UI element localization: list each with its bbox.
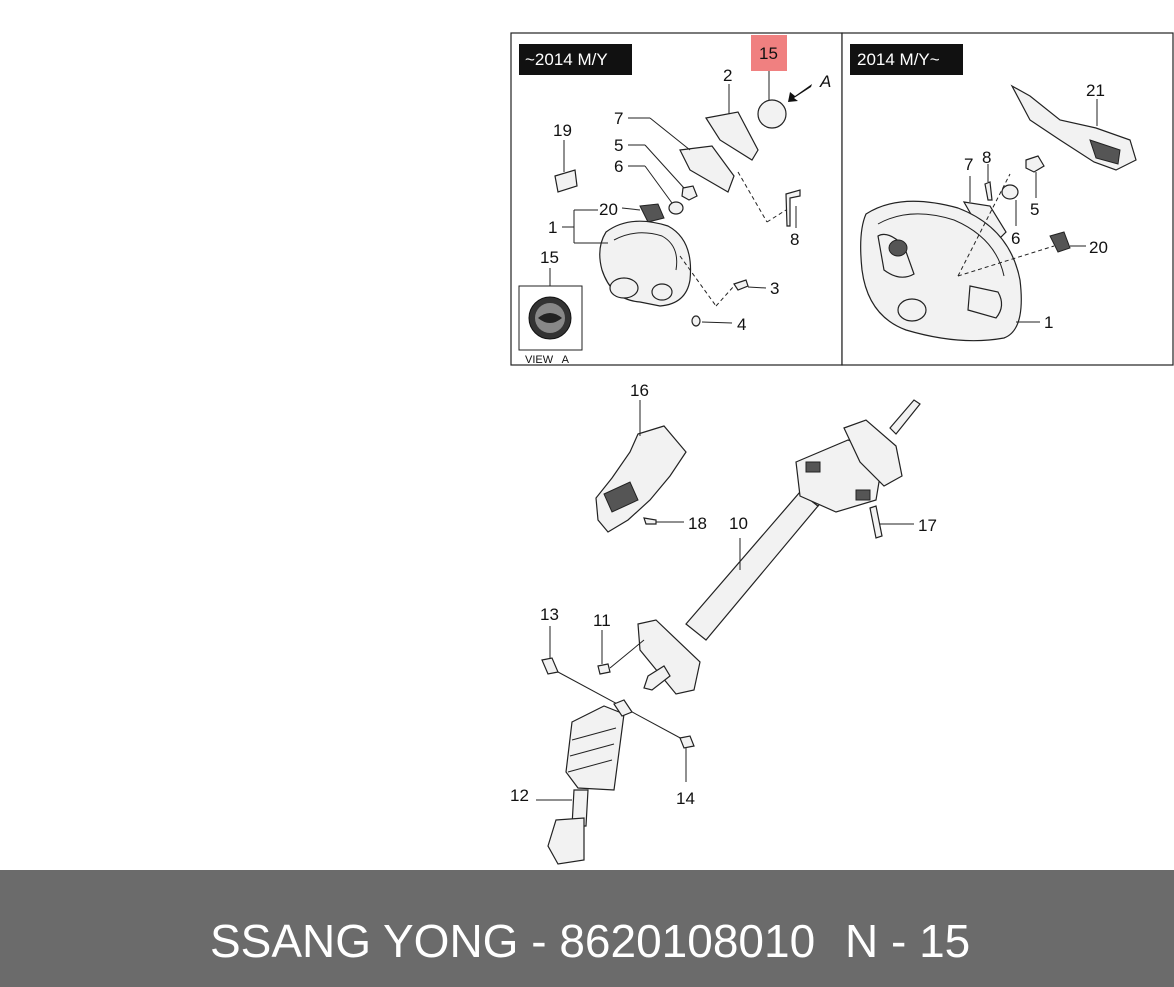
highlight-box-15 xyxy=(751,35,787,71)
callout-20-left: 20 xyxy=(599,200,618,219)
callout-11: 11 xyxy=(593,611,611,630)
right-panel-tag: 2014 M/Y~ xyxy=(857,50,940,69)
callout-20-right: 20 xyxy=(1089,238,1108,257)
column-shroud-part xyxy=(595,425,687,533)
callout-14: 14 xyxy=(676,789,695,808)
switch-part xyxy=(679,145,735,193)
emblem-part xyxy=(757,99,787,129)
bolt-part-17 xyxy=(869,505,883,539)
callout-13: 13 xyxy=(540,605,559,624)
callout-12: 12 xyxy=(510,786,529,805)
callout-8-right: 8 xyxy=(982,148,991,167)
nut-part-right xyxy=(1025,155,1045,173)
callout-5-right: 5 xyxy=(1030,200,1039,219)
callout-1-right: 1 xyxy=(1044,313,1053,332)
nut-part-14 xyxy=(679,735,695,749)
bolt-part-left xyxy=(785,189,801,227)
callout-2: 2 xyxy=(723,66,732,85)
bolt-part-right xyxy=(984,181,993,201)
mounting-plate-part xyxy=(637,619,701,695)
callout-1-left: 1 xyxy=(548,218,557,237)
view-a-arrow-icon xyxy=(788,84,812,102)
remote-switch-part-right xyxy=(1049,231,1071,253)
callout-21: 21 xyxy=(1086,81,1105,100)
callout-4: 4 xyxy=(737,315,746,334)
horn-cover-part xyxy=(705,111,759,161)
callout-10: 10 xyxy=(729,514,748,533)
callout-6-right: 6 xyxy=(1011,229,1020,248)
washer-part xyxy=(668,201,684,215)
view-arrow-label: A xyxy=(819,72,831,91)
clip-part xyxy=(554,169,578,193)
nut-part xyxy=(681,185,698,201)
callout-3: 3 xyxy=(770,279,779,298)
callout-15-view: 15 xyxy=(540,248,559,267)
callout-7-left: 7 xyxy=(614,109,623,128)
view-a-label: VIEW A xyxy=(525,354,570,366)
screw-part-18 xyxy=(643,517,657,525)
footer-brand-part-number: SSANG YONG - 8620108010 xyxy=(210,915,816,967)
callout-6-left: 6 xyxy=(614,157,623,176)
left-panel-tag-bg xyxy=(519,44,632,75)
callout-19: 19 xyxy=(553,121,572,140)
nut-part-11 xyxy=(597,663,611,675)
callout-17: 17 xyxy=(918,516,937,535)
bolt-part-13 xyxy=(541,657,559,675)
ring-part xyxy=(691,315,701,327)
left-panel-tag: ~2014 M/Y xyxy=(525,50,608,69)
intermediate-shaft-part xyxy=(565,705,625,791)
washer-part-right xyxy=(1001,184,1019,200)
footer-page-code: N - 15 xyxy=(845,915,971,967)
bolt-part-3 xyxy=(733,279,749,291)
callout-15-top: 15 xyxy=(759,44,778,63)
callout-16: 16 xyxy=(630,381,649,400)
callout-5-left: 5 xyxy=(614,136,623,155)
callout-18: 18 xyxy=(688,514,707,533)
remote-switch-part xyxy=(639,203,665,223)
callout-8-left: 8 xyxy=(790,230,799,249)
footer-bar xyxy=(0,870,1174,987)
steering-column-parts-diagram: ~2014 M/Y 2014 M/Y~ 15 A 2 7 5 6 19 20 8 xyxy=(510,32,1174,865)
right-panel-tag-bg xyxy=(850,44,963,75)
callout-7-right: 7 xyxy=(964,155,973,174)
